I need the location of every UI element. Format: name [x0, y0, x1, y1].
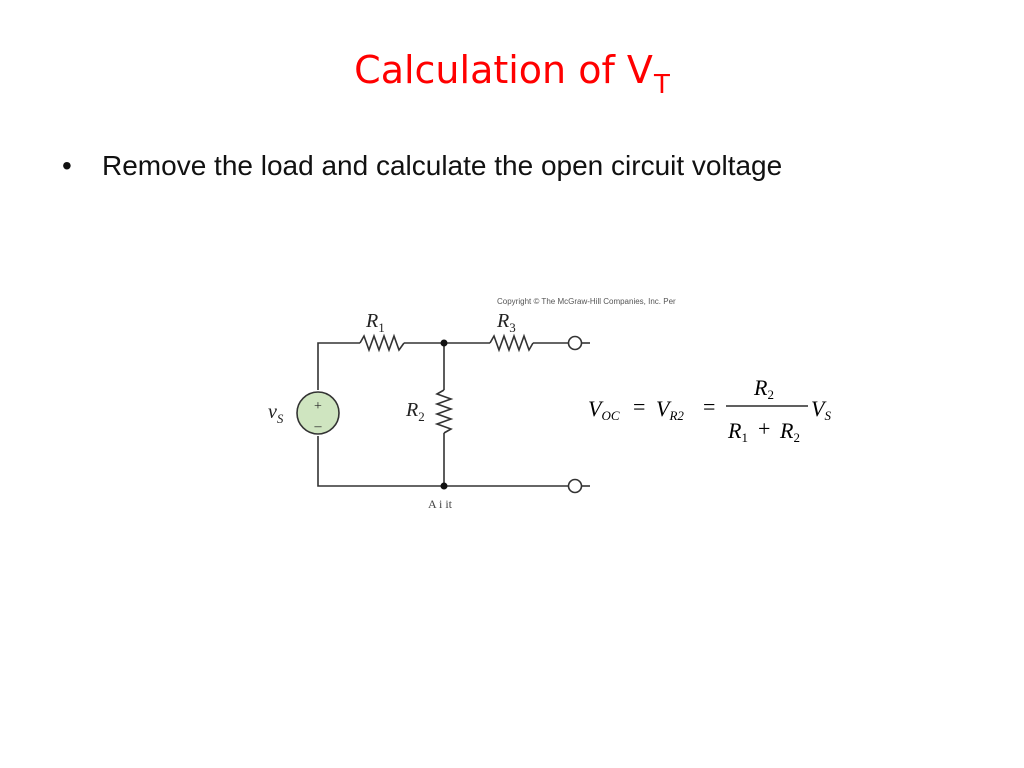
label-r1: R1 — [365, 310, 385, 335]
resistor-r3 — [489, 333, 534, 353]
eq-plus: + — [758, 416, 770, 441]
node-bottom — [440, 482, 448, 490]
resistor-r2 — [434, 389, 454, 434]
copyright-text: Copyright © The McGraw-Hill Companies, I… — [497, 297, 676, 306]
eq-denominator-r2: R2 — [779, 418, 800, 445]
equation: VOC = VR2 = R2 R1 + R2 VS — [588, 375, 831, 445]
eq-equals-2: = — [703, 394, 715, 419]
slide-title-subscript: T — [653, 70, 670, 100]
eq-denominator-r1: R1 — [727, 418, 748, 445]
voltage-source-icon — [296, 391, 340, 435]
resistor-r1 — [359, 333, 405, 353]
terminal-top-icon — [567, 335, 583, 351]
slide-title-main: Calculation of V — [354, 48, 653, 92]
source-plus: + — [314, 399, 322, 414]
slide-title: Calculation of VT — [0, 48, 1024, 100]
eq-vs: VS — [811, 396, 831, 423]
wire-bottom — [317, 436, 568, 487]
label-r3: R3 — [496, 310, 516, 335]
eq-voc: VOC — [588, 396, 620, 423]
terminal-bottom-icon — [567, 478, 583, 494]
bullet-item: • Remove the load and calculate the open … — [62, 150, 782, 182]
eq-equals-1: = — [633, 394, 645, 419]
bullet-dot: • — [62, 150, 72, 181]
wire-left-top — [317, 342, 360, 390]
circuit-wires — [317, 333, 568, 487]
label-vs: vS — [268, 401, 284, 426]
eq-numerator: R2 — [753, 375, 774, 402]
eq-vr2: VR2 — [656, 396, 684, 423]
label-r2: R2 — [405, 399, 425, 424]
bullet-text: Remove the load and calculate the open c… — [102, 150, 783, 181]
node-top — [440, 339, 448, 347]
bottom-caption-fragment: A i it — [428, 497, 453, 511]
source-minus: – — [314, 419, 323, 434]
